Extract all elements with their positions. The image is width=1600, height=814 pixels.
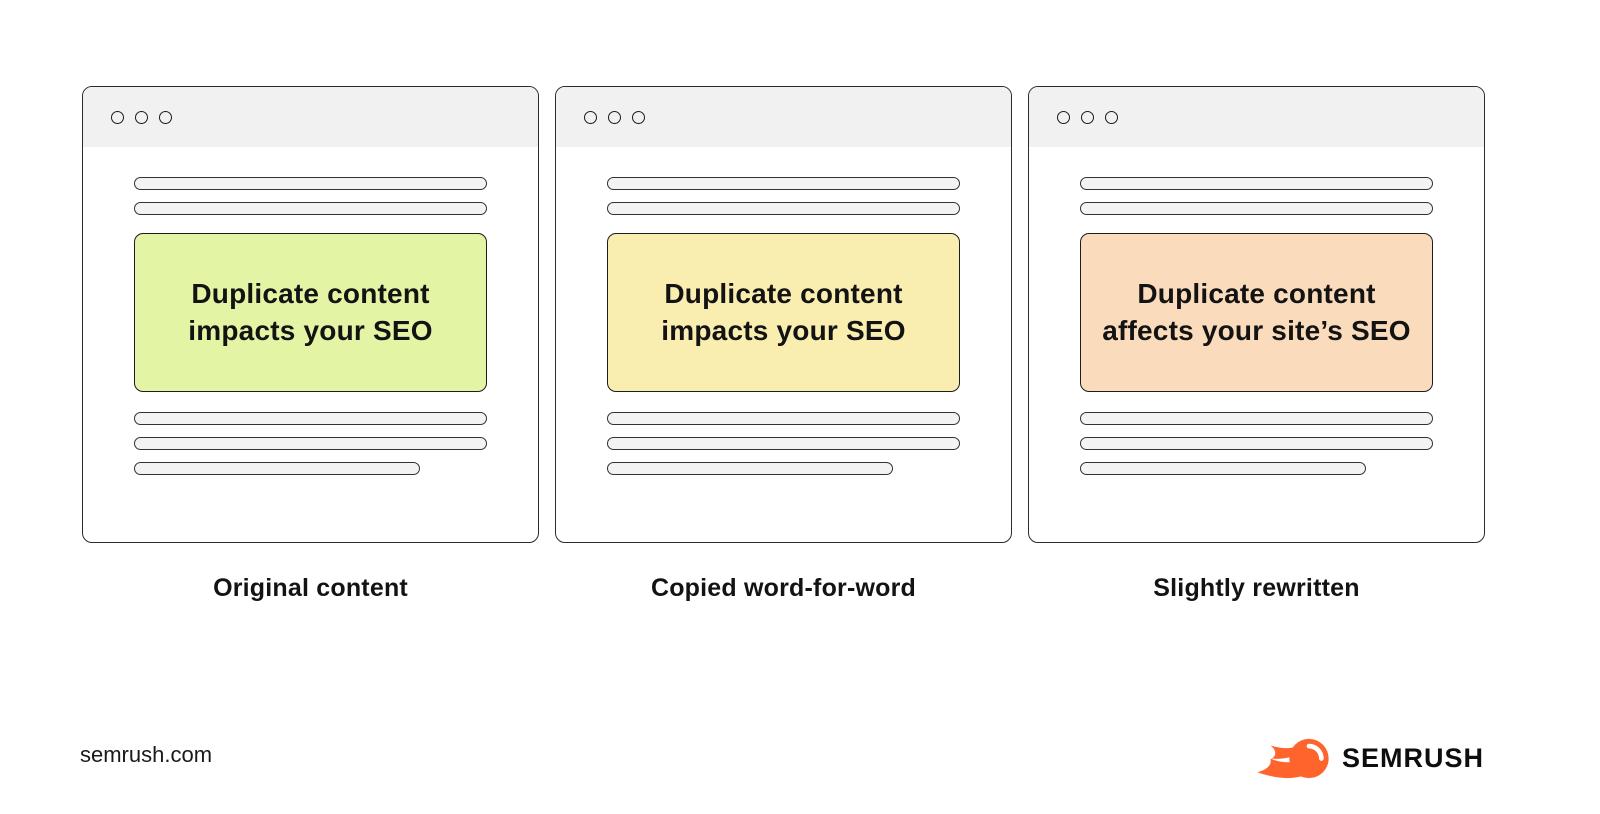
window-control-dot-icon <box>135 110 148 124</box>
text-line-placeholder <box>607 412 960 425</box>
window-control-dot-icon <box>159 110 172 124</box>
caption-labels-row: Original content Copied word-for-word Sl… <box>82 574 1485 603</box>
semrush-fireball-icon <box>1257 738 1329 779</box>
highlighted-content-box: Duplicate content affects your site’s SE… <box>1080 233 1433 392</box>
text-line-placeholder-short <box>1080 462 1366 475</box>
browser-titlebar <box>1029 87 1484 147</box>
text-line-placeholder <box>134 437 487 450</box>
browser-page-body: Duplicate content affects your site’s SE… <box>1029 147 1484 542</box>
browser-page-body: Duplicate content impacts your SEO <box>83 147 538 542</box>
browser-mockups-row: Duplicate content impacts your SEO Dupli… <box>82 86 1485 543</box>
text-line-placeholder <box>134 202 487 215</box>
browser-titlebar <box>83 87 538 147</box>
browser-window-copied: Duplicate content impacts your SEO <box>555 86 1012 543</box>
window-control-dot-icon <box>111 110 124 124</box>
window-control-dot-icon <box>584 110 597 124</box>
text-line-placeholder <box>134 412 487 425</box>
caption-copied-word-for-word: Copied word-for-word <box>650 574 917 602</box>
highlighted-content-box: Duplicate content impacts your SEO <box>607 233 960 392</box>
browser-titlebar <box>556 87 1011 147</box>
text-line-placeholder <box>607 202 960 215</box>
text-line-placeholder <box>607 177 960 190</box>
text-line-placeholder-short <box>607 462 893 475</box>
window-control-dot-icon <box>1081 110 1094 124</box>
caption-slightly-rewritten: Slightly rewritten <box>1153 574 1360 602</box>
browser-page-body: Duplicate content impacts your SEO <box>556 147 1011 542</box>
window-control-dot-icon <box>1057 110 1070 124</box>
caption-original-content: Original content <box>213 574 408 602</box>
semrush-wordmark: SEMRUSH <box>1341 743 1484 773</box>
browser-window-rewritten: Duplicate content affects your site’s SE… <box>1028 86 1485 543</box>
text-line-placeholder <box>1080 177 1433 190</box>
window-control-dot-icon <box>1105 110 1118 124</box>
text-line-placeholder <box>1080 202 1433 215</box>
text-line-placeholder <box>1080 412 1433 425</box>
browser-window-original: Duplicate content impacts your SEO <box>82 86 539 543</box>
semrush-logo: SEMRUSH <box>1253 735 1484 782</box>
content-box-text: Duplicate content impacts your SEO <box>661 278 906 346</box>
window-control-dot-icon <box>608 110 621 124</box>
text-line-placeholder <box>1080 437 1433 450</box>
text-line-placeholder <box>134 177 487 190</box>
window-control-dot-icon <box>632 110 645 124</box>
highlighted-content-box: Duplicate content impacts your SEO <box>134 233 487 392</box>
content-box-text: Duplicate content impacts your SEO <box>188 278 433 346</box>
content-box-text: Duplicate content affects your site’s SE… <box>1102 278 1411 346</box>
text-line-placeholder-short <box>134 462 420 475</box>
text-line-placeholder <box>607 437 960 450</box>
source-url-text: semrush.com <box>80 742 213 767</box>
